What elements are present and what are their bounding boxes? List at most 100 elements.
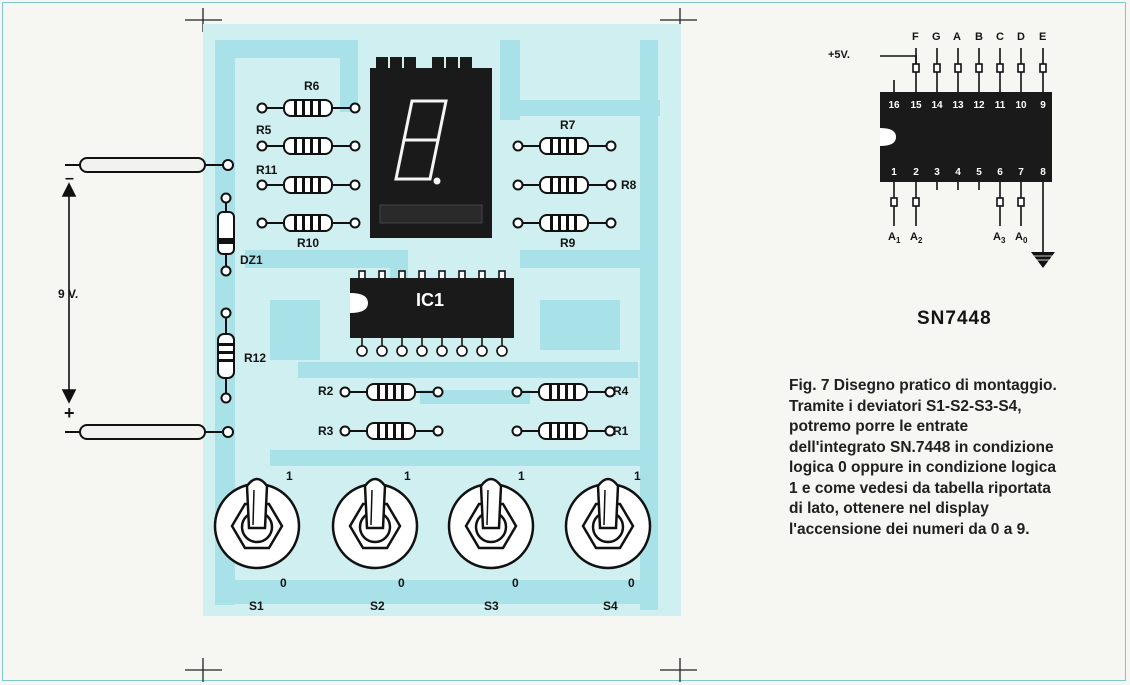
label-vcc: +5V. xyxy=(828,49,850,61)
switch-s2-name: S2 xyxy=(370,599,385,613)
label-r2: R2 xyxy=(318,384,334,398)
chip-title: SN7448 xyxy=(917,308,992,329)
pinout-top-pad xyxy=(996,63,1004,73)
pinout-top-pin-number: 13 xyxy=(952,100,964,111)
resistor-r10 xyxy=(256,214,361,232)
pinout-bottom-pin-number: 2 xyxy=(913,167,919,178)
ic1-top-pin xyxy=(458,270,466,280)
ic1-bottom-pad xyxy=(356,345,368,357)
label-r7: R7 xyxy=(560,118,576,132)
pinout-bottom-pad xyxy=(996,197,1004,207)
switch-s2-on: 1 xyxy=(404,469,411,483)
ic1-bottom-pad xyxy=(436,345,448,357)
pinout-bottom-pin-number: 3 xyxy=(934,167,940,178)
resistor-r9 xyxy=(512,214,617,232)
pinout-top-pin-number: 12 xyxy=(973,100,985,111)
label-a1: A1 xyxy=(888,231,901,246)
horizontal-resistors xyxy=(256,99,617,440)
label-minus: – xyxy=(65,170,74,187)
switch-s3-name: S3 xyxy=(484,599,499,613)
figure-caption: Fig. 7 Disegno pratico di montaggio. Tra… xyxy=(789,377,1057,538)
pinout-top-pin-number: 11 xyxy=(995,100,1006,111)
switch-s4-name: S4 xyxy=(603,599,618,613)
ic1-chip xyxy=(350,270,514,357)
label-a3: A3 xyxy=(993,231,1006,246)
label-a0: A0 xyxy=(1015,231,1028,246)
switch-s1-on: 1 xyxy=(286,469,293,483)
switch-s1-name: S1 xyxy=(249,599,264,613)
label-plus: + xyxy=(64,403,75,423)
switch-s2-off: 0 xyxy=(398,576,405,590)
toggle-switches xyxy=(213,477,652,570)
pinout-top-pad xyxy=(1017,63,1025,73)
switch-s4-off: 0 xyxy=(628,576,635,590)
positive-lead xyxy=(65,424,234,440)
switch-s3-off: 0 xyxy=(512,576,519,590)
resistor-r12 xyxy=(217,307,235,404)
label-r10: R10 xyxy=(297,236,320,250)
pinout-bottom-pad xyxy=(890,197,898,207)
label-ic1: IC1 xyxy=(416,290,445,310)
label-a2: A2 xyxy=(910,231,923,246)
pinout-top-pad xyxy=(975,63,983,73)
label-r9: R9 xyxy=(560,236,576,250)
ic1-top-pin xyxy=(418,270,426,280)
pinout-bottom-pin-number: 8 xyxy=(1040,167,1046,178)
pinout-bottom-pin-number: 5 xyxy=(976,167,982,178)
ic1-top-pin xyxy=(398,270,406,280)
ic1-top-pin xyxy=(438,270,446,280)
label-pin-d: D xyxy=(1017,31,1025,43)
label-r5: R5 xyxy=(256,123,272,137)
pinout-top-pad xyxy=(912,63,920,73)
ic1-bottom-pad xyxy=(496,345,508,357)
pinout-bottom-pin-number: 7 xyxy=(1018,167,1024,178)
label-pin-g: G xyxy=(932,31,941,43)
ic1-top-pin xyxy=(358,270,366,280)
pinout-bottom-pin-number: 4 xyxy=(955,167,961,178)
ic1-bottom-pad xyxy=(476,345,488,357)
resistor-r8 xyxy=(512,176,617,194)
voltage-arrow xyxy=(61,182,77,404)
toggle-switch-s1[interactable] xyxy=(213,477,301,570)
supply-leads xyxy=(61,157,234,440)
resistor-r1 xyxy=(511,422,616,440)
label-dz1: DZ1 xyxy=(240,253,263,267)
label-r8: R8 xyxy=(621,178,637,192)
toggle-switch-s2[interactable] xyxy=(331,477,419,570)
negative-lead xyxy=(65,157,234,173)
label-pin-b: B xyxy=(975,31,983,43)
label-r12: R12 xyxy=(244,351,267,365)
resistor-r3 xyxy=(339,422,444,440)
label-r1: R1 xyxy=(613,424,629,438)
resistor-r7 xyxy=(512,137,617,155)
label-pin-a: A xyxy=(953,31,961,43)
label-pin-c: C xyxy=(996,31,1004,43)
pinout-top-pin-number: 9 xyxy=(1040,100,1046,111)
zener-dz1 xyxy=(217,192,235,277)
label-r4: R4 xyxy=(613,384,629,398)
resistor-r2 xyxy=(339,383,444,401)
pinout-top-pin-number: 14 xyxy=(931,100,943,111)
pinout-bottom-pin-number: 1 xyxy=(891,167,897,178)
switch-s1-off: 0 xyxy=(280,576,287,590)
label-r6: R6 xyxy=(304,79,320,93)
ic1-bottom-pad xyxy=(416,345,428,357)
resistor-r5 xyxy=(256,137,361,155)
pinout-top-pin-number: 10 xyxy=(1015,100,1027,111)
pinout-top-pin-number: 16 xyxy=(888,100,900,111)
ic1-bottom-pad xyxy=(396,345,408,357)
ic1-top-pin xyxy=(378,270,386,280)
ic1-top-pin xyxy=(498,270,506,280)
pinout-top-pad xyxy=(933,63,941,73)
pinout-top-pad xyxy=(954,63,962,73)
toggle-switch-s4[interactable] xyxy=(564,477,652,570)
pinout-bottom-pad xyxy=(1017,197,1025,207)
toggle-switch-s3[interactable] xyxy=(447,477,535,570)
label-pin-f: F xyxy=(912,31,919,43)
ic1-bottom-pad xyxy=(376,345,388,357)
label-r3: R3 xyxy=(318,424,334,438)
ic1-top-pin xyxy=(478,270,486,280)
pinout-bottom-pin-number: 6 xyxy=(997,167,1003,178)
